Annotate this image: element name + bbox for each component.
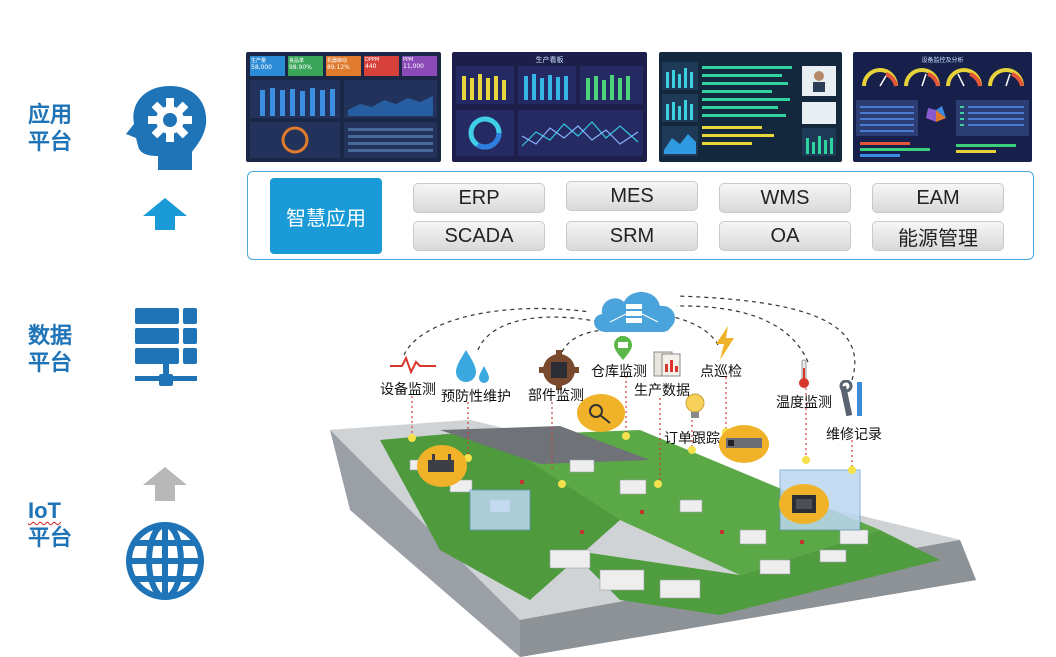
chip-device-icon <box>779 484 829 524</box>
sensor-point <box>802 456 810 464</box>
heartbeat-icon <box>390 355 436 374</box>
globe-icon <box>126 522 204 600</box>
dashboard-2-widgets <box>456 66 643 156</box>
energy-management-button[interactable]: 能源管理 <box>872 221 1004 251</box>
controller-device-icon <box>719 425 769 463</box>
location-pin-icon <box>614 336 632 360</box>
smart-factory-floor <box>330 420 976 657</box>
lightbulb-icon <box>685 393 705 418</box>
dashboard-screen-3 <box>659 52 842 162</box>
equipment-monitoring-label: 设备监测 <box>380 382 436 398</box>
report-documents-icon <box>653 351 681 377</box>
sensor-point <box>464 454 472 462</box>
spot-inspection-label: 点巡检 <box>700 364 742 380</box>
data-platform-label: 数据 平台 <box>28 323 98 377</box>
arrow-up-icon <box>143 467 187 501</box>
mes-button[interactable]: MES <box>566 181 698 211</box>
application-platform-line2: 平台 <box>28 130 73 155</box>
cloud-server-icon <box>594 291 675 332</box>
sensor-point <box>688 446 696 454</box>
sensor-cable-icon <box>577 394 625 432</box>
scada-button[interactable]: SCADA <box>413 221 545 251</box>
thermometer-icon <box>799 359 809 388</box>
wrench-screwdriver-icon <box>839 380 862 417</box>
sensor-point <box>848 466 856 474</box>
iot-platform-line2: 平台 <box>28 526 73 551</box>
lightning-icon <box>716 326 734 360</box>
iot-platform-label: IoT 平台 <box>28 497 98 552</box>
srm-button[interactable]: SRM <box>566 221 698 251</box>
iot-platform-line1: IoT <box>28 498 61 523</box>
sensor-point <box>408 434 416 442</box>
dashboard-2-title: 生产看板 <box>535 56 564 64</box>
gateway-device-icon <box>417 445 467 487</box>
dashboard-3-widgets <box>662 62 836 156</box>
warehouse-monitoring-label: 仓库监测 <box>591 364 647 380</box>
dashboard-4-title: 设备监控及分析 <box>921 57 964 64</box>
sensor-point <box>622 432 630 440</box>
eam-button[interactable]: EAM <box>872 183 1004 213</box>
sensor-point <box>654 480 662 488</box>
gear-chip-icon <box>539 350 579 390</box>
erp-button[interactable]: ERP <box>413 183 545 213</box>
head-gear-icon <box>126 86 207 170</box>
dashboard-4-widgets <box>856 68 1029 157</box>
application-platform-label: 应用 平台 <box>28 102 98 156</box>
predictive-maintenance-label: 预防性维护 <box>441 389 511 405</box>
parts-monitoring-label: 部件监测 <box>528 388 584 404</box>
connector-line <box>403 307 591 356</box>
production-data-label: 生产数据 <box>634 383 690 399</box>
dashboard-screen-4: 设备监控及分析 <box>853 52 1032 162</box>
data-platform-line2: 平台 <box>28 351 73 376</box>
temperature-monitoring-label: 温度监测 <box>776 395 832 411</box>
maintenance-records-label: 维修记录 <box>826 427 882 443</box>
wms-button[interactable]: WMS <box>719 183 851 213</box>
oa-button[interactable]: OA <box>719 221 851 251</box>
smart-application-tile[interactable]: 智慧应用 <box>270 178 382 254</box>
data-platform-line1: 数据 <box>28 324 73 349</box>
water-drop-icon <box>456 350 489 383</box>
server-rack-icon <box>135 308 197 386</box>
sensor-point <box>558 480 566 488</box>
arrow-up-icon <box>143 198 187 230</box>
dashboard-1-widgets <box>250 80 437 158</box>
order-tracking-label: 订单跟踪 <box>664 431 720 447</box>
dashboard-screen-2: 生产看板 <box>452 52 647 162</box>
application-platform-line1: 应用 <box>28 103 73 128</box>
